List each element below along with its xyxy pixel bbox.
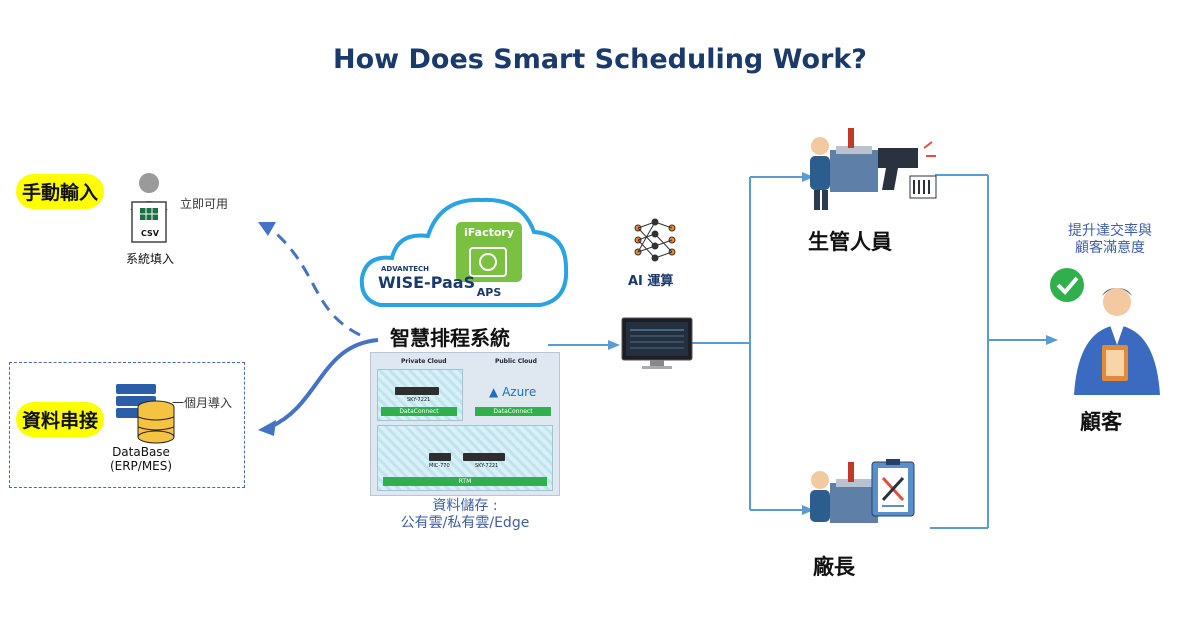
database-group (9, 362, 245, 488)
dataconnect-bar: DataConnect (475, 407, 551, 416)
database-icon (116, 384, 175, 444)
benefit-caption-line-2: 顧客滿意度 (1075, 240, 1145, 256)
database-caption-line-2: (ERP/MES) (109, 459, 173, 473)
dashed-arrow-head (258, 222, 276, 236)
system-label: 智慧排程系統 (390, 326, 510, 350)
page-title: How Does Smart Scheduling Work? (333, 44, 867, 75)
azure-logo: ▲ Azure (489, 385, 537, 399)
checkmark-icon (1050, 268, 1084, 302)
server-label: SKY-7221 (475, 463, 499, 469)
connector-arrow (802, 505, 814, 515)
customer-label: 顧客 (1080, 410, 1122, 434)
public-cloud-label: Public Cloud (495, 358, 537, 365)
manual-input-caption: 系統填入 (125, 252, 174, 266)
ai-label: AI 運算 (628, 274, 674, 289)
database-tag: 資料串接 (16, 402, 105, 437)
solid-arrow-head (258, 420, 276, 436)
server-icon (395, 387, 439, 395)
private-cloud-label: Private Cloud (401, 358, 447, 365)
storage-caption-line-1: 資料儲存 : (432, 498, 498, 514)
rtm-bar: RTM (383, 477, 547, 486)
benefit-caption-line-1: 提升達交率與 (1068, 223, 1152, 239)
benefit-caption: 提升達交率與 顧客滿意度 (1050, 223, 1170, 257)
deployment-panel: Private Cloud Public Cloud SKY-7221 Data… (370, 352, 560, 496)
manual-input-tag: 手動輸入 (16, 174, 105, 209)
server-icon (429, 453, 451, 461)
database-caption: DataBase (ERP/MES) (96, 445, 186, 473)
worker-machine-icon (810, 128, 878, 210)
advantech-logo-text: ADVANTECH (381, 265, 429, 273)
database-note: 一個月導入 (172, 396, 233, 410)
csv-label: CSV (141, 229, 159, 238)
neural-network-icon (634, 218, 676, 262)
ifactory-label: iFactory (464, 226, 514, 239)
server-label: SKY-7221 (407, 397, 431, 403)
customer-person-icon (1074, 288, 1160, 395)
server-label: MIC-770 (429, 463, 450, 469)
dataconnect-bar: DataConnect (381, 407, 457, 416)
aps-label: APS (476, 286, 502, 299)
connector-arrow (1046, 335, 1058, 345)
database-caption-line-1: DataBase (112, 445, 170, 459)
wise-paas-logo: WISE-PaaS (378, 273, 476, 292)
manual-input-note: 立即可用 (180, 197, 229, 211)
barcode-scanner-icon (878, 141, 937, 199)
connector-arrow (802, 172, 814, 182)
worker-machine-icon (810, 462, 878, 523)
monitor-icon (621, 317, 693, 369)
connector-arrow (608, 340, 620, 350)
storage-caption: 資料儲存 : 公有雲/私有雲/Edge (380, 498, 550, 532)
dashed-arrow (269, 226, 361, 337)
server-icon (463, 453, 505, 461)
planner-label: 生管人員 (808, 230, 892, 254)
solid-arrow (269, 338, 379, 429)
clipboard-checklist-icon (871, 459, 915, 517)
storage-caption-line-2: 公有雲/私有雲/Edge (400, 515, 530, 531)
csv-file-icon (131, 201, 167, 243)
azure-label: Azure (502, 385, 537, 399)
manager-label: 廠長 (813, 555, 855, 579)
